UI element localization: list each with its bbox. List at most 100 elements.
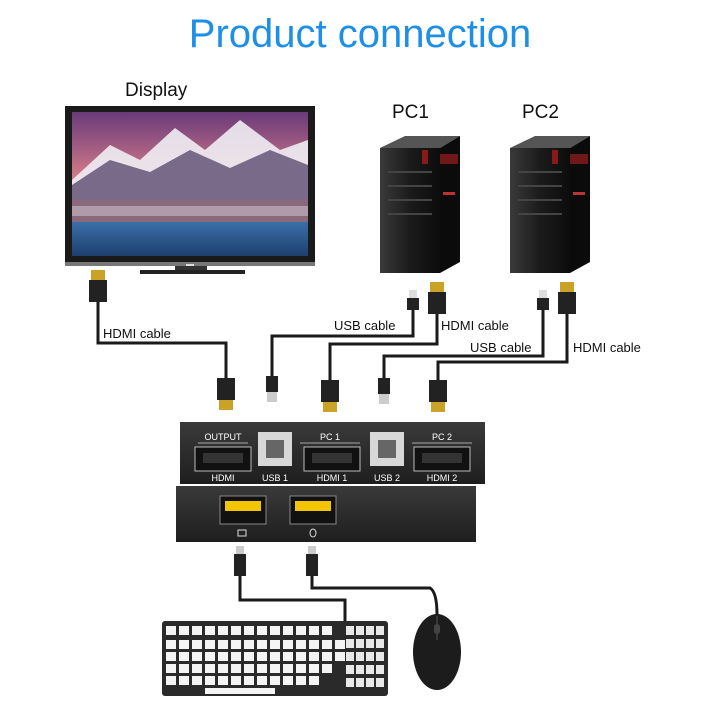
hdmi2-label: HDMI 2 — [427, 473, 458, 483]
keyboard-key — [296, 626, 306, 635]
connectors-switch — [217, 376, 447, 412]
keyboard-key — [257, 640, 267, 649]
pc2-port-label: PC 2 — [432, 432, 452, 442]
keyboard-numpad-key — [376, 652, 384, 661]
keyboard-key — [296, 676, 306, 685]
keyboard-key — [296, 664, 306, 673]
output-label: OUTPUT — [205, 432, 243, 442]
keyboard-key — [322, 652, 332, 661]
keyboard-key — [192, 664, 202, 673]
connectors-top — [89, 270, 576, 314]
keyboard-key — [257, 664, 267, 673]
keyboard-key — [322, 664, 332, 673]
pc1-label: PC1 — [392, 102, 429, 123]
keyboard-numpad-key — [346, 652, 354, 661]
mouse — [413, 614, 461, 690]
keyboard-numpad-key — [356, 652, 364, 661]
keyboard-numpad-key — [366, 652, 374, 661]
usb1-label: USB 1 — [262, 473, 288, 483]
keyboard-key — [257, 626, 267, 635]
keyboard-key — [218, 664, 228, 673]
keyboard-key — [309, 626, 319, 635]
keyboard-key — [322, 626, 332, 635]
keyboard-numpad-key — [376, 626, 384, 635]
keyboard-key — [309, 640, 319, 649]
keyboard-key — [244, 676, 254, 685]
keyboard-key — [257, 676, 267, 685]
connectors-bottom — [234, 546, 318, 576]
keyboard-key — [231, 652, 241, 661]
keyboard-key — [205, 664, 215, 673]
pc2-usb-cable-label: USB cable — [470, 340, 532, 355]
keyboard-key — [166, 652, 176, 661]
keyboard-key — [166, 640, 176, 649]
keyboard-key — [283, 664, 293, 673]
keyboard-key — [322, 640, 332, 649]
keyboard-numpad-key — [356, 626, 364, 635]
keyboard-numpad-key — [376, 665, 384, 674]
kvm-switch-back-panel — [180, 422, 485, 484]
keyboard-key — [309, 676, 319, 685]
keyboard-key — [309, 664, 319, 673]
keyboard-key — [218, 652, 228, 661]
keyboard-key — [218, 626, 228, 635]
keyboard-key — [283, 676, 293, 685]
pc1-tower — [380, 136, 460, 273]
keyboard-key — [270, 676, 280, 685]
keyboard-key — [270, 640, 280, 649]
keyboard-key — [205, 640, 215, 649]
keyboard-key — [270, 652, 280, 661]
keyboard-key — [244, 664, 254, 673]
keyboard-key — [179, 626, 189, 635]
kvm-switch-front-panel — [176, 486, 476, 542]
keyboard-numpad-key — [346, 626, 354, 635]
keyboard-key — [296, 652, 306, 661]
keyboard-key — [166, 676, 176, 685]
keyboard — [162, 621, 388, 696]
keyboard-numpad-key — [376, 678, 384, 687]
keyboard-key — [192, 626, 202, 635]
keyboard-key — [231, 664, 241, 673]
pc1-port-label: PC 1 — [320, 432, 340, 442]
keyboard-numpad-key — [356, 665, 364, 674]
keyboard-key — [335, 640, 345, 649]
hdmi1-label: HDMI 1 — [317, 473, 348, 483]
keyboard-key — [283, 626, 293, 635]
keyboard-key — [244, 640, 254, 649]
keyboard-key — [192, 652, 202, 661]
keyboard-numpad-key — [366, 626, 374, 635]
keyboard-key — [270, 664, 280, 673]
keyboard-key — [270, 626, 280, 635]
keyboard-key — [179, 664, 189, 673]
keyboard-numpad-key — [366, 678, 374, 687]
keyboard-key — [309, 652, 319, 661]
keyboard-key — [244, 626, 254, 635]
keyboard-numpad-key — [346, 665, 354, 674]
keyboard-numpad-key — [346, 639, 354, 648]
keyboard-key — [166, 626, 176, 635]
pc1-usb-cable-label: USB cable — [334, 318, 396, 333]
pc2-tower — [510, 136, 590, 273]
keyboard-spacebar — [205, 688, 275, 694]
keyboard-key — [179, 676, 189, 685]
keyboard-key — [231, 626, 241, 635]
keyboard-key — [283, 640, 293, 649]
keyboard-key — [205, 626, 215, 635]
keyboard-key — [205, 652, 215, 661]
usb2-label: USB 2 — [374, 473, 400, 483]
keyboard-key — [283, 652, 293, 661]
keyboard-numpad-key — [366, 639, 374, 648]
pc2-label: PC2 — [522, 102, 559, 123]
keyboard-numpad-key — [356, 639, 364, 648]
cables — [96, 300, 569, 625]
pc1-hdmi-cable-label: HDMI cable — [441, 318, 509, 333]
keyboard-key — [231, 676, 241, 685]
keyboard-numpad-key — [366, 665, 374, 674]
keyboard-key — [335, 652, 345, 661]
keyboard-key — [205, 676, 215, 685]
display-monitor — [65, 106, 315, 274]
keyboard-numpad-key — [376, 639, 384, 648]
keyboard-key — [296, 640, 306, 649]
keyboard-key — [218, 640, 228, 649]
